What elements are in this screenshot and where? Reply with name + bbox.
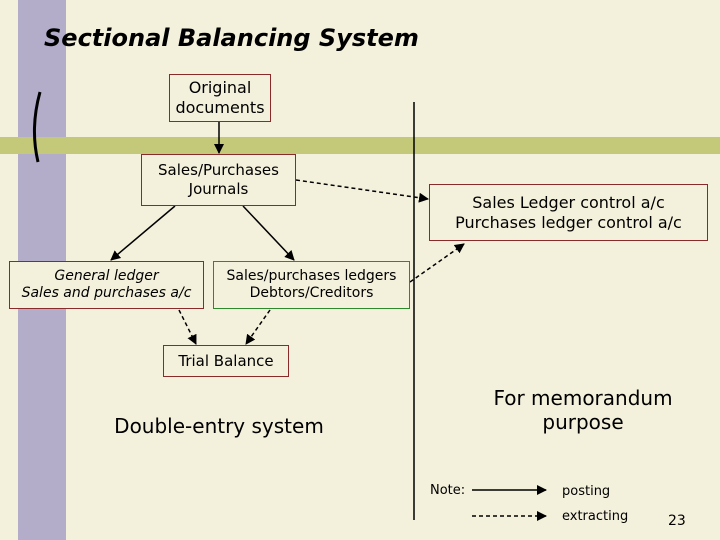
label-memorandum-purpose: For memorandum purpose (493, 386, 673, 434)
dashed-arrow-general-to-trial (178, 309, 197, 345)
legend-posting-label: posting (562, 484, 611, 499)
legend-extracting-label: extracting (562, 509, 629, 524)
slide-title: Sectional Balancing System (44, 24, 419, 52)
bracket-stroke (32, 91, 42, 163)
page-number: 23 (668, 513, 686, 529)
box-original-documents: Original documents (169, 74, 271, 122)
box-trial-balance: Trial Balance (163, 345, 289, 377)
dashed-arrow-sales-to-trial (245, 309, 271, 345)
legend-note-label: Note: (430, 483, 466, 498)
box-control-accounts: Sales Ledger control a/c Purchases ledge… (429, 184, 708, 241)
box-sales-purchases-ledgers: Sales/purchases ledgers Debtors/Creditor… (213, 261, 410, 309)
box-sales-purchases-journals: Sales/Purchases Journals (141, 154, 296, 206)
dashed-arrow-journals-to-control (295, 179, 429, 203)
dashed-arrow-ledgers-to-control (409, 243, 465, 283)
label-double-entry-system: Double-entry system (114, 414, 324, 438)
arrow-journals-to-general-ledger (110, 205, 176, 261)
box-general-ledger: General ledger Sales and purchases a/c (9, 261, 204, 309)
arrow-journals-to-sales-ledgers (242, 205, 295, 261)
decorative-horizontal-bar (0, 137, 720, 154)
